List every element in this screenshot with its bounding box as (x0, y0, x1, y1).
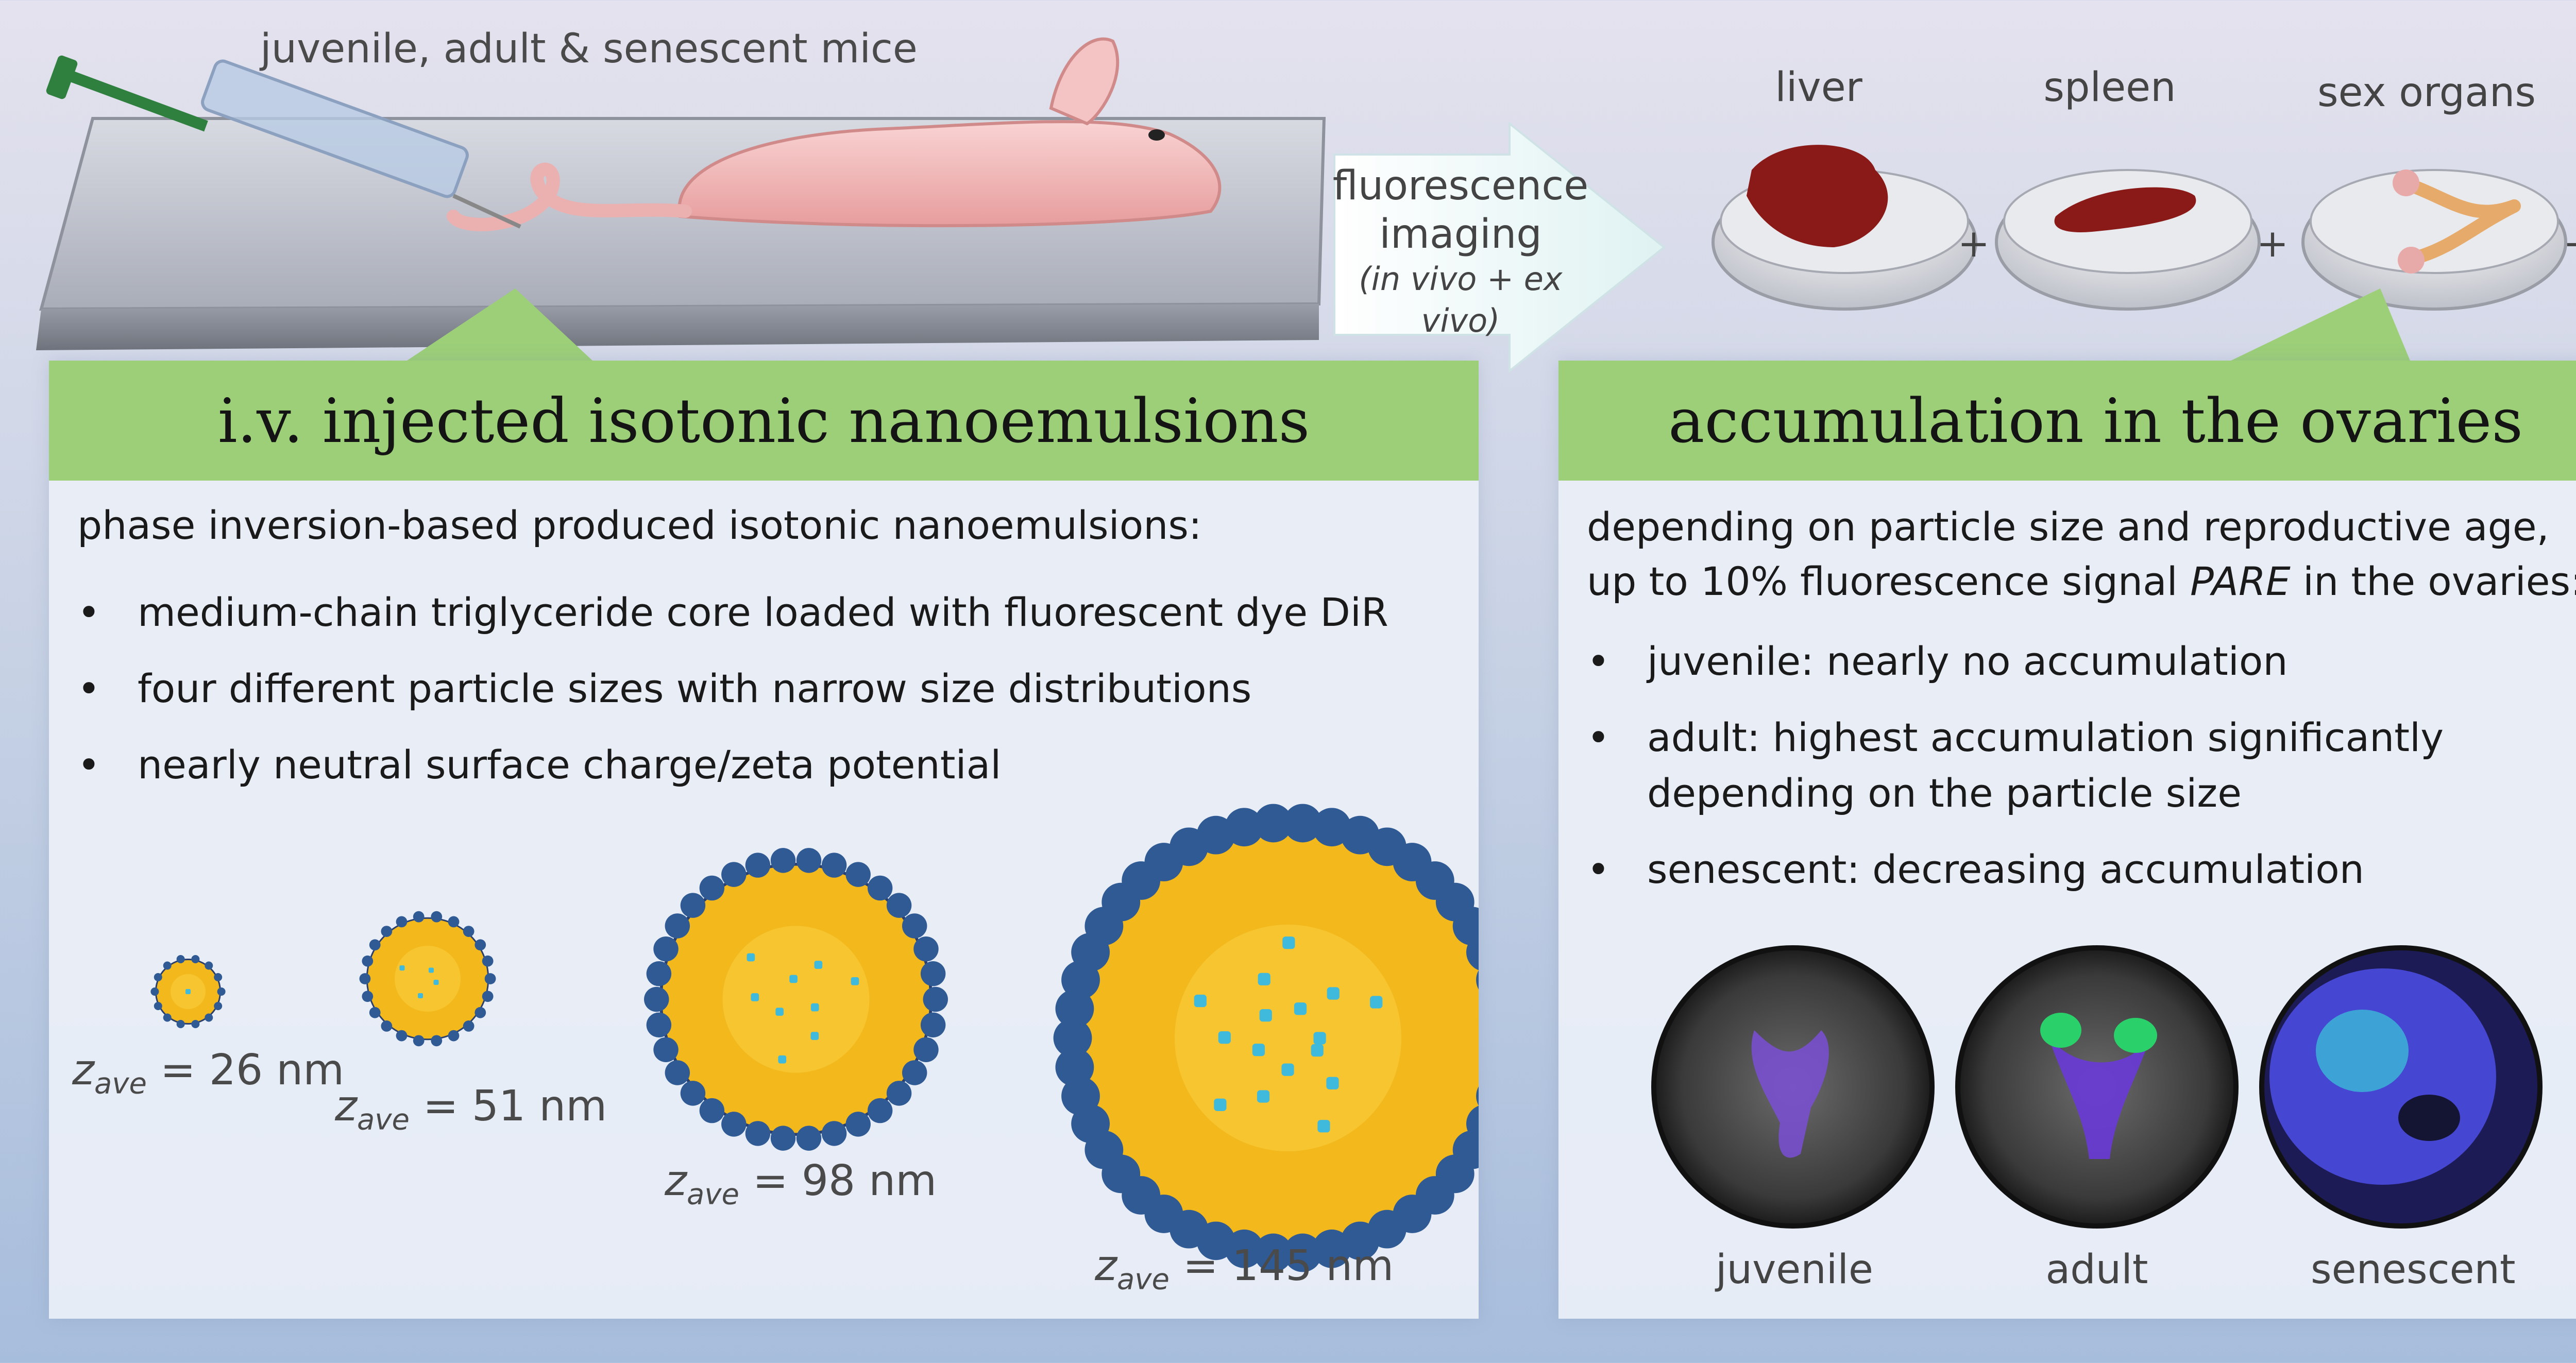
right-intro-line1: depending on particle size and reproduct… (1587, 504, 2549, 550)
organ-label-sex-organs: sex organs (2317, 70, 2536, 116)
top-illustration (36, 37, 2567, 373)
plus-1: + (1958, 222, 1990, 266)
left-bullets: medium-chain triglyceride core loaded wi… (77, 585, 1443, 793)
imaging-line3: (in vivo + ex vivo) (1359, 260, 1563, 339)
right-panel: accumulation in the ovaries depending on… (1558, 361, 2576, 1319)
left-bullet-3: nearly neutral surface charge/zeta poten… (77, 737, 1443, 793)
right-intro-line2: up to 10% fluorescence signal PARE in th… (1587, 558, 2576, 605)
size-label-26: zave = 26 nm (72, 1046, 345, 1101)
sex-organs (2404, 179, 2521, 264)
left-panel: i.v. injected isotonic nanoemulsions pha… (49, 361, 1479, 1319)
droplet-2 (359, 911, 496, 1047)
size-label-145: zave = 145 nm (1095, 1241, 1394, 1297)
organ-label-liver: liver (1775, 64, 1862, 111)
left-bullet-2: four different particle sizes with narro… (77, 661, 1443, 717)
droplet-4 (1053, 804, 1479, 1272)
mice-label: juvenile, adult & senescent mice (260, 26, 918, 72)
imaging-line1: fluorescence (1332, 163, 1589, 209)
image-juvenile (1651, 945, 1935, 1229)
right-panel-title: accumulation in the ovaries (1558, 361, 2576, 481)
image-label-adult: adult (2045, 1247, 2148, 1293)
left-panel-title: i.v. injected isotonic nanoemulsions (49, 361, 1479, 481)
image-senescent (2259, 945, 2543, 1229)
right-intro: depending on particle size and reproduct… (1587, 500, 2576, 609)
right-bullet-1: juvenile: nearly no accumulation (1587, 634, 2514, 689)
liver-organ (1747, 145, 1888, 247)
spleen-organ (2054, 187, 2196, 232)
image-label-juvenile: juvenile (1716, 1247, 1874, 1293)
organ-label-spleen: spleen (2043, 64, 2176, 111)
droplet-1 (150, 955, 226, 1028)
size-label-98: zave = 98 nm (665, 1156, 937, 1212)
left-bullet-1: medium-chain triglyceride core loaded wi… (77, 585, 1443, 640)
right-bullet-3: senescent: decreasing accumulation (1587, 842, 2514, 897)
mouse (447, 37, 1222, 231)
plus-more: + ... (2563, 222, 2576, 266)
right-callout (2226, 288, 2411, 363)
image-adult (1955, 945, 2239, 1229)
syringe-icon (46, 55, 521, 229)
image-label-senescent: senescent (2311, 1247, 2516, 1293)
right-bullets: juvenile: nearly no accumulation adult: … (1587, 634, 2514, 897)
droplet-3 (644, 848, 948, 1151)
size-label-51: zave = 51 nm (335, 1082, 607, 1137)
right-bullet-2: adult: highest accumulation significantl… (1587, 710, 2514, 821)
fluorescence-arrow (1333, 121, 1666, 373)
fluorescence-images (1651, 945, 2543, 1229)
imaging-line2: imaging (1379, 211, 1542, 258)
left-intro: phase inversion-based produced isotonic … (77, 502, 1202, 548)
nanoemulsion-droplets (150, 804, 1479, 1272)
organ-dishes (1711, 145, 2567, 311)
imaging-label: fluorescence imaging (in vivo + ex vivo) (1319, 162, 1602, 342)
plus-2: + (2257, 222, 2289, 266)
left-callout (407, 288, 592, 361)
